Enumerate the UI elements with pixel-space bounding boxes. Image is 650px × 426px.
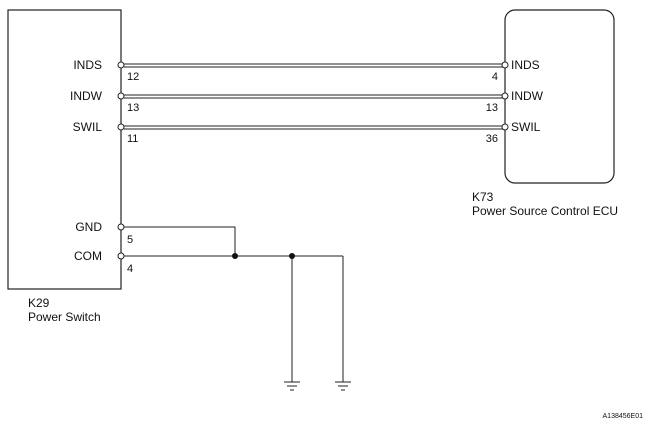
terminal-icon: [117, 92, 125, 100]
k73-pin-name-inds: INDS: [511, 58, 540, 72]
k29-pin-name-inds: INDS: [73, 58, 102, 72]
k29-pin-number-com: 4: [127, 263, 133, 275]
terminal-icon: [117, 223, 125, 231]
k29-pin-number-swil: 11: [127, 133, 138, 145]
ground-icon: [335, 381, 351, 391]
k29-pin-name-swil: SWIL: [73, 120, 103, 134]
terminal-icon: [501, 61, 509, 69]
power-switch-box: [7, 9, 122, 290]
k73-pin-number-indw: 13: [486, 102, 498, 114]
terminal-icon: [501, 92, 509, 100]
k73-pin-number-swil: 36: [486, 133, 498, 145]
terminal-icon: [117, 252, 125, 260]
k29-pin-number-gnd: 5: [127, 234, 133, 246]
inds-wire: [124, 63, 505, 68]
ground-wiring: [124, 226, 344, 382]
k29-pin-number-inds: 12: [127, 71, 139, 83]
k29-name: Power Switch: [28, 310, 101, 324]
k73-code: K73: [472, 190, 494, 204]
k73-pin-name-indw: INDW: [511, 89, 544, 103]
figure-reference: A138456E01: [603, 413, 644, 420]
junction-point: [232, 253, 238, 259]
k29-pin-name-gnd: GND: [75, 220, 102, 234]
terminal-icon: [501, 123, 509, 131]
swil-wire: [124, 125, 505, 130]
k29-code: K29: [28, 296, 50, 310]
ground-icon: [284, 381, 300, 391]
junction-point: [289, 253, 295, 259]
k73-name: Power Source Control ECU: [472, 204, 618, 218]
terminal-icon: [117, 123, 125, 131]
k29-pin-name-com: COM: [74, 249, 102, 263]
k73-pin-name-swil: SWIL: [511, 120, 541, 134]
k29-pin-name-indw: INDW: [70, 89, 103, 103]
indw-wire: [124, 94, 505, 99]
terminal-icon: [117, 61, 125, 69]
k29-pin-number-indw: 13: [127, 102, 139, 114]
k73-pin-number-inds: 4: [492, 71, 498, 83]
